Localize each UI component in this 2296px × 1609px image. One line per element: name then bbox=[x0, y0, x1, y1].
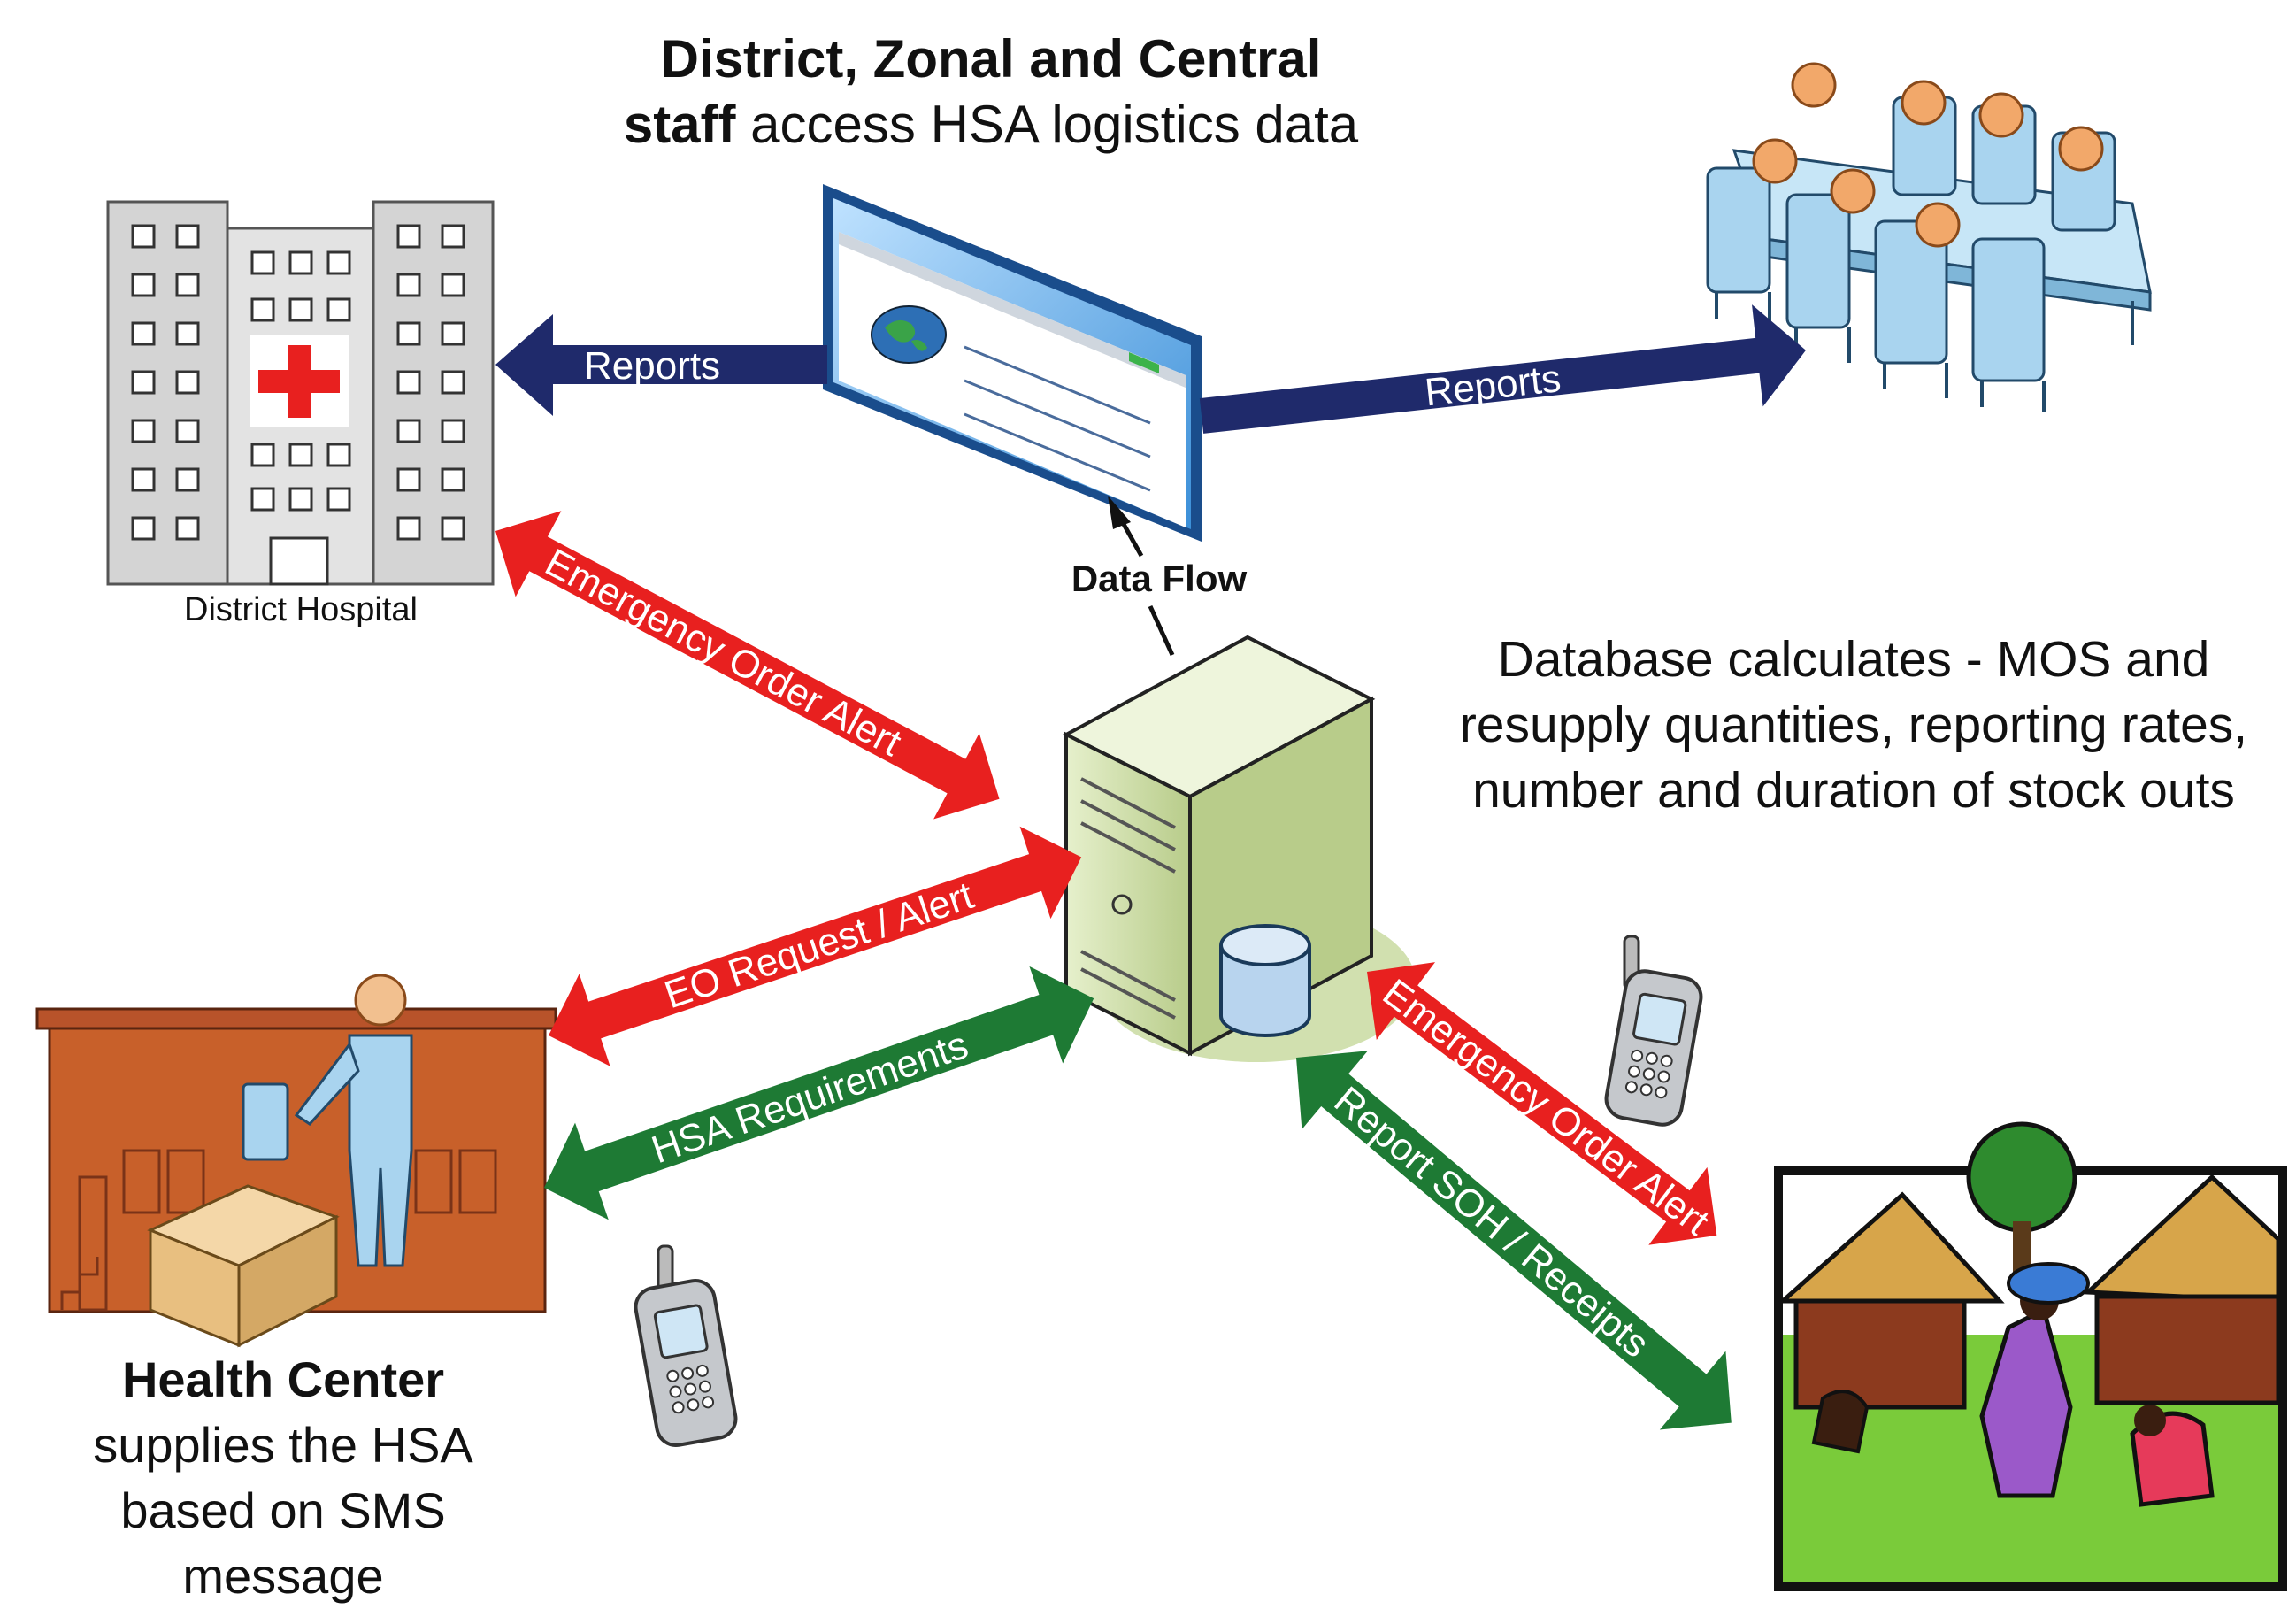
reports-right-label: Reports bbox=[1423, 357, 1563, 414]
staff-meeting-icon bbox=[1706, 62, 2152, 412]
mobile-phone-icon bbox=[1604, 935, 1703, 1127]
reports-arrow-left: Reports bbox=[495, 314, 827, 416]
caption-bold-line1: District, Zonal and Central bbox=[660, 29, 1322, 89]
district-hospital-label: District Hospital bbox=[184, 591, 418, 628]
database-calculation-note: Database calculates - MOS and resupply q… bbox=[1424, 627, 2283, 823]
health-center-line2: supplies the HSA bbox=[93, 1417, 473, 1473]
mobile-phone-icon bbox=[634, 1244, 738, 1447]
database-note-line1: Database calculates - MOS and bbox=[1497, 631, 2210, 688]
data-flow-label: Data Flow bbox=[1071, 558, 1248, 599]
database-server-icon bbox=[1062, 635, 1416, 1062]
reports-left-label: Reports bbox=[584, 344, 720, 388]
database-note-line3: number and duration of stock outs bbox=[1472, 762, 2235, 819]
web-application-monitor-icon bbox=[823, 184, 1202, 542]
health-center-line3: based on SMS bbox=[120, 1482, 446, 1538]
health-center-caption: Health Center supplies the HSA based on … bbox=[18, 1347, 549, 1609]
reports-arrow-right: Reports bbox=[1199, 304, 1806, 434]
staff-access-caption: District, Zonal and Central staff access… bbox=[495, 27, 1486, 158]
database-note-line2: resupply quantities, reporting rates, bbox=[1459, 697, 2248, 753]
emergency-hospital-label: Emergency Order Alert bbox=[538, 541, 908, 765]
data-flow-connector bbox=[1108, 496, 1175, 657]
eo-request-label: EO Request / Alert bbox=[659, 874, 979, 1017]
caption-rest-line2: access HSA logistics data bbox=[735, 95, 1359, 154]
caption-bold-line2: staff bbox=[623, 95, 736, 154]
district-hospital-icon bbox=[106, 200, 495, 586]
village-community-icon bbox=[1774, 1121, 2287, 1591]
health-center-line4: message bbox=[182, 1548, 384, 1604]
health-center-title: Health Center bbox=[121, 1351, 445, 1407]
report-soh-label: Report SOH / Receipts bbox=[1326, 1078, 1657, 1366]
emergency-order-alert-arrow-hospital: Emergency Order Alert bbox=[495, 511, 1000, 820]
health-center-icon bbox=[35, 974, 557, 1348]
hsa-requirements-label: HSA Requirements bbox=[646, 1023, 973, 1172]
